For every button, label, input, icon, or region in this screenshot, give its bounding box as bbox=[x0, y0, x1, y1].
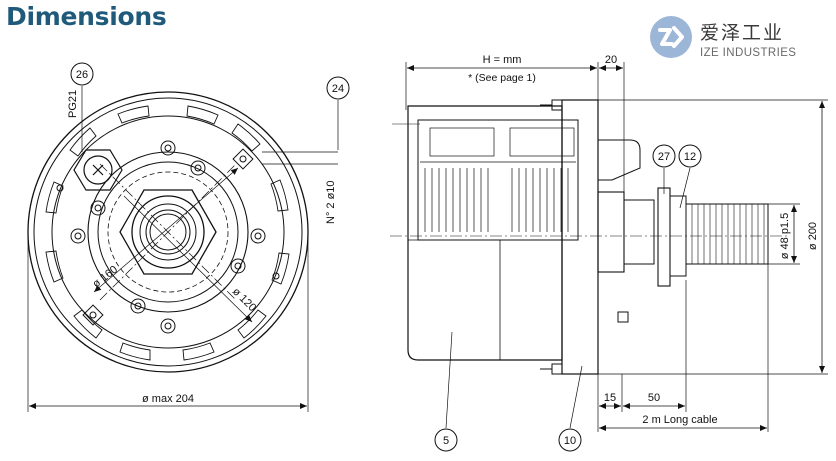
callout-10: 10 bbox=[558, 428, 582, 452]
dim-max-diameter-label: ø max 204 bbox=[142, 393, 194, 405]
callout-26: 26 bbox=[70, 62, 94, 86]
vent-slots bbox=[45, 105, 290, 361]
cooling-fins bbox=[420, 127, 576, 232]
dim-h-note: * (See page 1) bbox=[468, 72, 536, 84]
gland-label: PG21 bbox=[67, 90, 79, 118]
callout-27: 27 bbox=[652, 144, 676, 168]
logo-chinese-name: 爱泽工业 bbox=[700, 22, 785, 44]
svg-text:12: 12 bbox=[684, 151, 696, 163]
svg-text:27: 27 bbox=[658, 151, 670, 163]
cable-gland bbox=[73, 149, 123, 191]
page-title: Dimensions bbox=[6, 2, 167, 31]
dim-d160-label: ø 160 bbox=[90, 264, 120, 291]
dim-15-label: 15 bbox=[604, 392, 616, 404]
ize-logo-icon bbox=[650, 16, 692, 58]
dim-d48-label: ø 48 p1.5 bbox=[779, 213, 791, 259]
dim-h-label: H = mm bbox=[483, 54, 522, 66]
svg-text:26: 26 bbox=[76, 69, 88, 81]
svg-text:5: 5 bbox=[443, 435, 449, 447]
callout-12: 12 bbox=[678, 144, 702, 168]
callout-5: 5 bbox=[434, 428, 458, 452]
front-view bbox=[27, 86, 339, 412]
logo-english-name: IZE INDUSTRIES bbox=[700, 47, 797, 59]
svg-text:24: 24 bbox=[332, 83, 344, 95]
connector-knurl bbox=[685, 203, 769, 265]
dim-d200-label: ø 200 bbox=[807, 222, 819, 250]
dim-d120-label: ø 120 bbox=[230, 286, 258, 314]
dim-50-label: 50 bbox=[648, 392, 660, 404]
callout-24: 24 bbox=[326, 76, 350, 100]
company-logo: 爱泽工业 IZE INDUSTRIES bbox=[648, 14, 836, 66]
side-view bbox=[390, 62, 828, 432]
dim-20-label: 20 bbox=[605, 54, 617, 66]
svg-text:10: 10 bbox=[564, 435, 576, 447]
dim-cable-label: 2 m Long cable bbox=[642, 414, 717, 426]
holes-label: N° 2 ø10 bbox=[325, 180, 337, 224]
